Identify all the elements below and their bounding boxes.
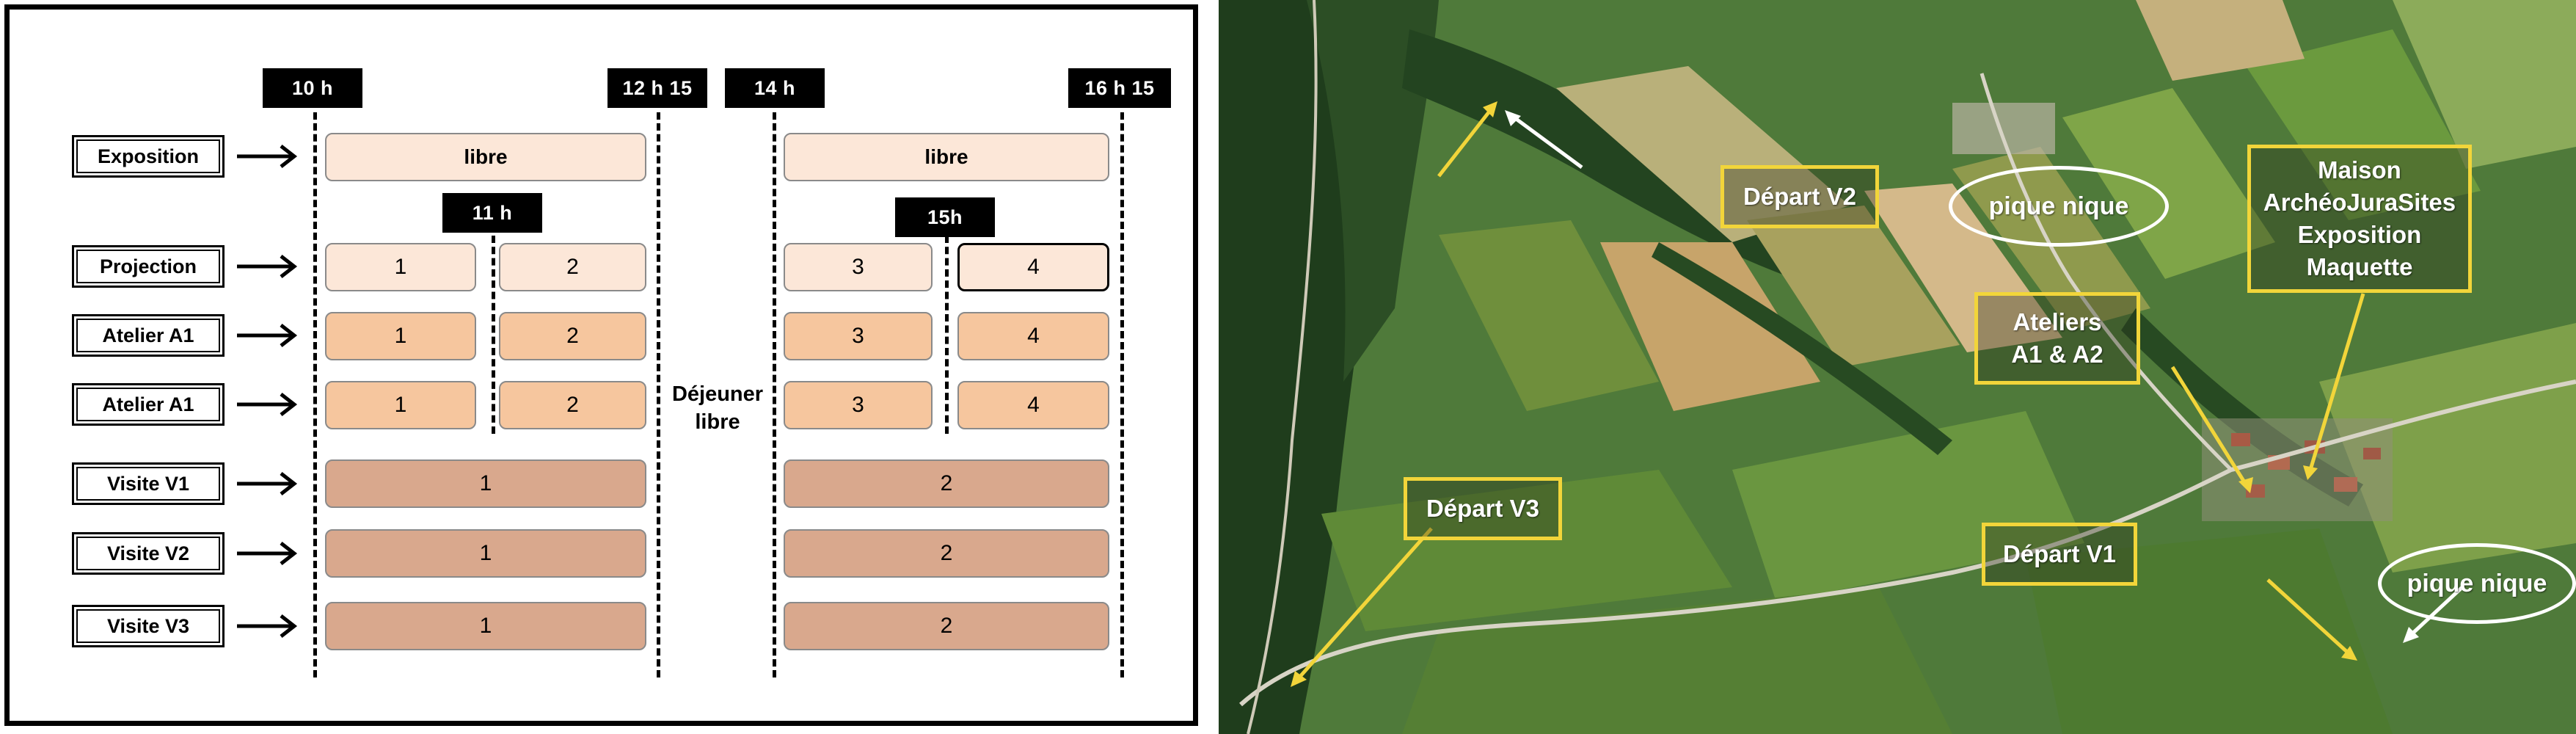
slot-exposition-morning: libre — [325, 133, 646, 181]
time-tag-14h: 14 h — [725, 68, 825, 108]
label-depart-v1: Départ V1 — [1982, 523, 2137, 586]
slot-atelier-a1-1: 1 — [325, 312, 476, 360]
aerial-terrain — [1219, 0, 2576, 734]
label-maison-archeojurasites: Maison ArchéoJuraSites Exposition Maquet… — [2247, 145, 2472, 293]
slot-atelier-a1-3: 3 — [784, 312, 933, 360]
time-tag-10h: 10 h — [263, 68, 362, 108]
dashed-line-16h15 — [1120, 112, 1124, 677]
slot-projection-1: 1 — [325, 243, 476, 291]
row-label-visite-v3: Visite V3 — [72, 605, 225, 647]
slot-exposition-afternoon: libre — [784, 133, 1109, 181]
dashed-line-11h — [492, 236, 495, 434]
slot-visite-v2-afternoon: 2 — [784, 529, 1109, 578]
oval-pique-nique-1: pique nique — [1949, 166, 2169, 247]
slot-atelier-a1-2: 2 — [499, 312, 646, 360]
slot-projection-2: 2 — [499, 243, 646, 291]
row-label-visite-v2: Visite V2 — [72, 532, 225, 575]
time-tag-12h15: 12 h 15 — [607, 68, 707, 108]
dashed-line-14h — [773, 112, 776, 677]
arrow-right-icon — [237, 542, 298, 565]
aerial-map: Départ V2 pique nique Maison ArchéoJuraS… — [1219, 0, 2576, 734]
time-tag-11h: 11 h — [442, 193, 542, 233]
arrow-right-icon — [237, 472, 298, 495]
time-tag-15h: 15h — [895, 197, 995, 237]
slot-atelier-a1b-4: 4 — [957, 381, 1109, 429]
row-label-atelier-a1: Atelier A1 — [72, 314, 225, 357]
slot-atelier-a1-4: 4 — [957, 312, 1109, 360]
time-tag-16h15: 16 h 15 — [1068, 68, 1171, 108]
arrow-right-icon — [237, 324, 298, 347]
slot-atelier-a1b-1: 1 — [325, 381, 476, 429]
dashed-line-15h — [945, 236, 949, 434]
slot-atelier-a1b-3: 3 — [784, 381, 933, 429]
lunch-label: Déjeuner libre — [671, 382, 764, 434]
dashed-line-10h — [313, 112, 317, 677]
arrow-right-icon — [237, 393, 298, 416]
slot-visite-v3-afternoon: 2 — [784, 602, 1109, 650]
slot-visite-v1-afternoon: 2 — [784, 459, 1109, 508]
slot-visite-v3-morning: 1 — [325, 602, 646, 650]
arrow-right-icon — [237, 145, 298, 168]
row-label-visite-v1: Visite V1 — [72, 462, 225, 505]
row-label-atelier-a1-second: Atelier A1 — [72, 383, 225, 426]
slot-visite-v1-morning: 1 — [325, 459, 646, 508]
slot-projection-4: 4 — [957, 243, 1109, 291]
label-depart-v3: Départ V3 — [1404, 477, 1562, 540]
slot-atelier-a1b-2: 2 — [499, 381, 646, 429]
label-ateliers: Ateliers A1 & A2 — [1974, 292, 2140, 385]
label-depart-v2: Départ V2 — [1721, 165, 1879, 228]
oval-pique-nique-2: pique nique — [2378, 543, 2576, 624]
schedule-panel: 10 h 12 h 15 14 h 16 h 15 11 h 15h Expos… — [4, 4, 1198, 726]
row-label-projection: Projection — [72, 245, 225, 288]
slot-projection-3: 3 — [784, 243, 933, 291]
slot-visite-v2-morning: 1 — [325, 529, 646, 578]
arrow-right-icon — [237, 614, 298, 638]
arrow-right-icon — [237, 255, 298, 278]
dashed-line-12h15 — [657, 112, 660, 677]
row-label-exposition: Exposition — [72, 135, 225, 178]
